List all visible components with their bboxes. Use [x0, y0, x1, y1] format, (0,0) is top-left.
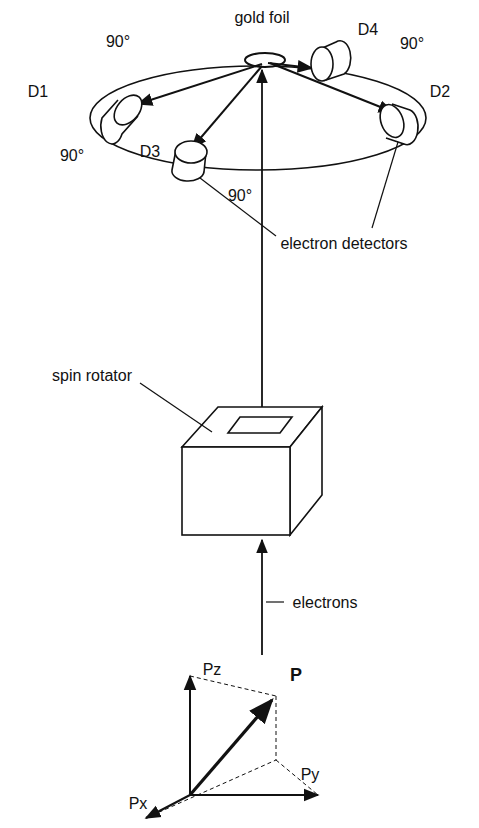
electron-detector [376, 101, 418, 144]
electron-detector [101, 90, 148, 144]
part-label: electrons [293, 594, 358, 612]
electron-detector [311, 41, 351, 81]
angle-label: 90° [400, 35, 424, 53]
axis-label: Px [129, 795, 148, 813]
angle-label: 90° [106, 33, 130, 51]
electron-detector [172, 141, 207, 181]
angle-label: 90° [60, 147, 84, 165]
part-label: gold foil [234, 9, 289, 27]
axis-label: Pz [203, 661, 222, 679]
axis-label: Py [301, 766, 320, 784]
part-label: spin rotator [52, 367, 132, 385]
detector-label: D3 [140, 143, 160, 161]
vector-label: P [290, 666, 302, 686]
detector-label: D4 [358, 21, 378, 39]
detector-label: D2 [430, 83, 450, 101]
angle-label: 90° [228, 187, 252, 205]
detector-label: D1 [28, 83, 48, 101]
detector-orbit [90, 66, 426, 170]
part-label: electron detectors [280, 235, 407, 253]
